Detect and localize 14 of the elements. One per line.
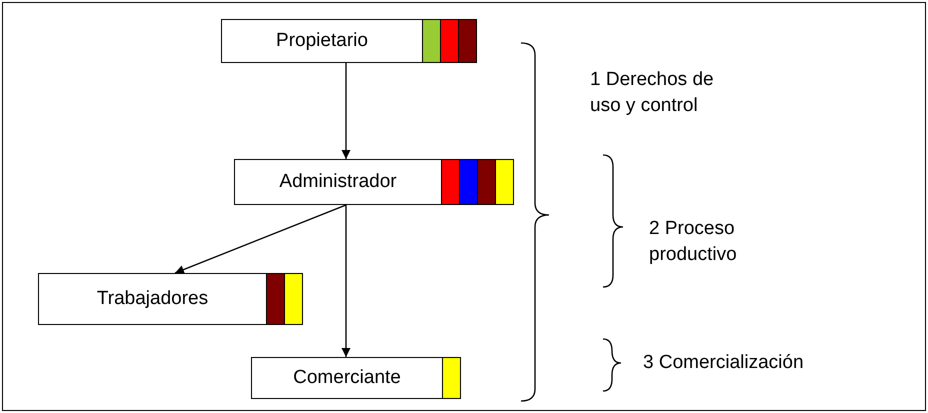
arrow [342, 205, 350, 357]
arrow [174, 204, 346, 274]
role-name: Administrador [278, 170, 398, 194]
role-name: Trabajadores [96, 287, 210, 311]
role-box [221, 19, 477, 63]
bracket-label: 3 Comercialización [643, 351, 805, 375]
role-box [234, 159, 514, 205]
role-name: Comerciante [292, 366, 402, 390]
role-box [251, 357, 461, 399]
arrow [342, 63, 350, 159]
bracket-label: 2 Proceso productivo [649, 217, 738, 267]
role-box [38, 273, 303, 325]
role-name: Propietario [275, 29, 369, 53]
bracket-label: 1 Derechos de uso y control [590, 68, 715, 118]
